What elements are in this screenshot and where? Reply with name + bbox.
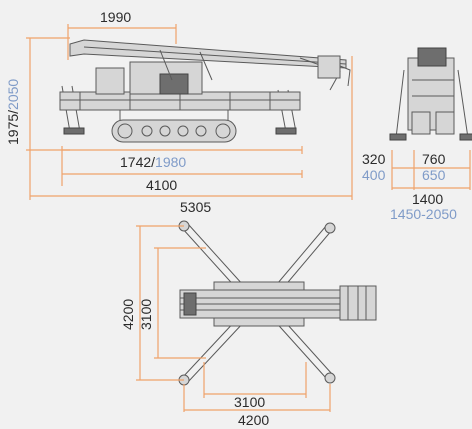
side-view-dimensions: 1990 1975/2050 1742/1980 4100 5305 [5, 9, 353, 215]
dim-top-inner-horizontal: 3100 [234, 394, 265, 410]
track-rollers [117, 123, 231, 139]
dim-top-outer-horizontal: 4200 [238, 412, 269, 428]
dim-end-width: 1400 [412, 191, 443, 207]
dim-end-right-blue: 650 [422, 167, 446, 183]
top-view-dimensions: 4200 3100 3100 4200 [120, 225, 331, 428]
side-view-crane [59, 39, 351, 143]
end-view-dimensions: 320 400 760 650 1400 1450-2050 [362, 150, 471, 222]
dim-end-left-blue: 400 [362, 167, 386, 183]
dim-end-width-range: 1450-2050 [390, 206, 457, 222]
dim-overall-length: 4100 [146, 177, 177, 193]
dim-track-length: 1742/1980 [120, 154, 186, 170]
dim-height: 1975/2050 [5, 79, 21, 145]
dim-top-outer-vertical: 4200 [120, 299, 136, 330]
end-view-crane [389, 47, 472, 141]
dim-end-left-black: 320 [362, 151, 386, 167]
dim-boom-offset: 1990 [100, 9, 131, 25]
dim-top-inner-vertical: 3100 [138, 299, 154, 330]
dim-max-length: 5305 [180, 199, 211, 215]
top-view-crane [178, 220, 377, 386]
dim-end-right-black: 760 [422, 151, 446, 167]
